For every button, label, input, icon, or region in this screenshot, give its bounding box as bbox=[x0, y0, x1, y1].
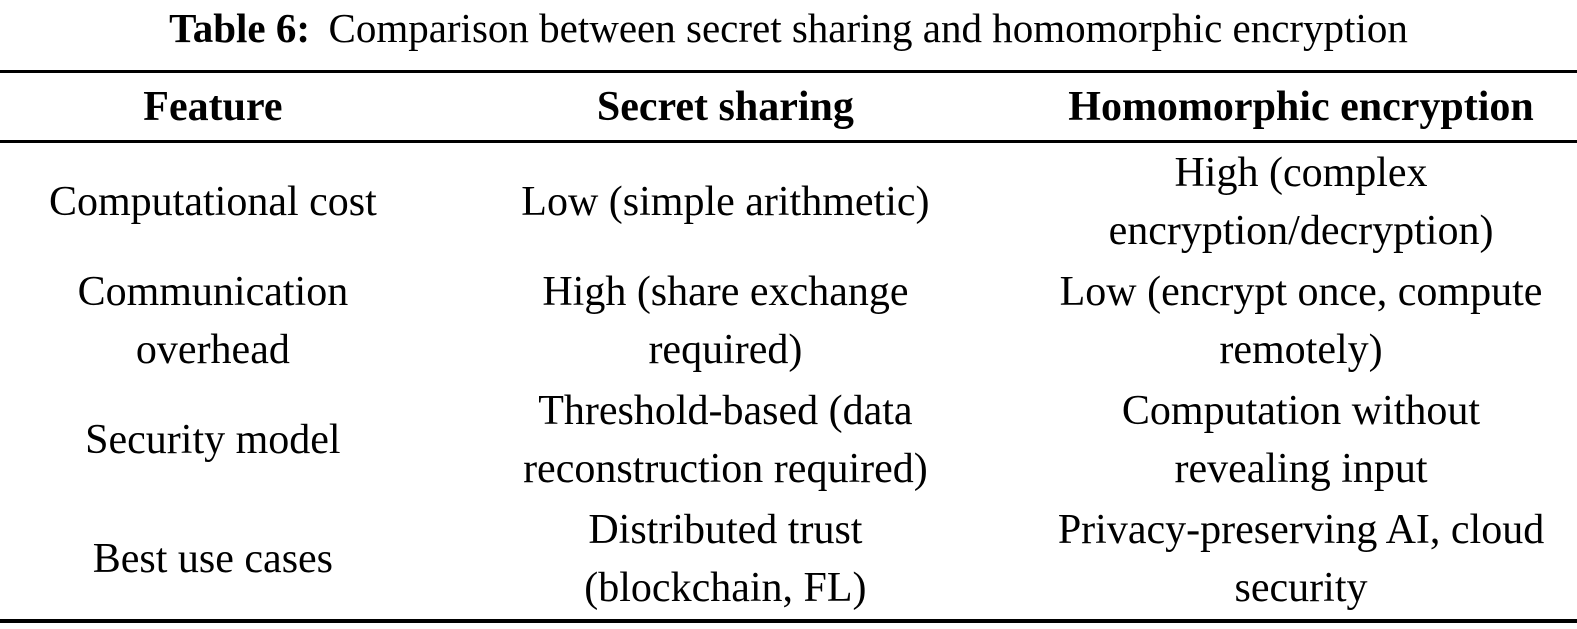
table-row: Security model Threshold-based (data rec… bbox=[0, 381, 1577, 500]
cell-homomorphic-encryption: High (complex encryption/decryption) bbox=[1108, 150, 1494, 254]
cell-secret-sharing: Threshold-based (data reconstruction req… bbox=[523, 388, 928, 492]
comparison-table: Feature Secret sharing Homomorphic encry… bbox=[0, 70, 1577, 623]
cell-feature: Computational cost bbox=[48, 178, 377, 225]
caption-label: Table 6: bbox=[169, 5, 311, 51]
caption-text: Comparison between secret sharing and ho… bbox=[328, 5, 1408, 51]
col-header-secret-sharing: Secret sharing bbox=[425, 71, 1026, 143]
cell-secret-sharing: Distributed trust (blockchain, FL) bbox=[584, 507, 867, 611]
cell-secret-sharing: High (share exchange required) bbox=[542, 269, 909, 373]
table-row: Communication overhead High (share excha… bbox=[0, 262, 1577, 381]
col-header-homomorphic-encryption: Homomorphic encryption bbox=[1025, 71, 1577, 143]
table-caption: Table 6: Comparison between secret sharin… bbox=[0, 0, 1577, 70]
cell-feature: Communication overhead bbox=[77, 269, 349, 373]
cell-feature: Security model bbox=[85, 416, 341, 463]
col-header-feature: Feature bbox=[0, 71, 426, 143]
table-row: Computational cost Low (simple arithmeti… bbox=[0, 142, 1577, 263]
cell-secret-sharing: Low (simple arithmetic) bbox=[521, 178, 930, 225]
cell-homomorphic-encryption: Privacy-preserving AI, cloud security bbox=[1057, 507, 1545, 611]
cell-feature: Best use cases bbox=[92, 535, 334, 582]
cell-homomorphic-encryption: Computation without revealing input bbox=[1121, 388, 1481, 492]
cell-homomorphic-encryption: Low (encrypt once, compute remotely) bbox=[1059, 269, 1543, 373]
header-row: Feature Secret sharing Homomorphic encry… bbox=[0, 71, 1577, 143]
table-row: Best use cases Distributed trust (blockc… bbox=[0, 500, 1577, 621]
